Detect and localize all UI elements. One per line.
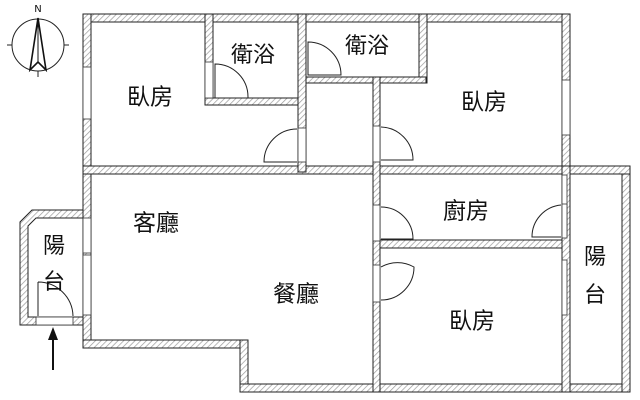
wall bbox=[418, 13, 428, 84]
wall bbox=[82, 165, 631, 175]
door-kitchen bbox=[380, 206, 414, 240]
door-bedroom-nw bbox=[263, 128, 298, 163]
door-bedroom-se bbox=[380, 262, 415, 301]
window bbox=[561, 259, 568, 316]
door-frame bbox=[204, 61, 214, 99]
window bbox=[82, 254, 92, 316]
door-frame bbox=[297, 127, 307, 163]
entrance-door-opening bbox=[35, 316, 74, 326]
door-bedroom-ne bbox=[380, 126, 414, 161]
entrance-arrow-icon bbox=[48, 327, 58, 370]
room-label-bedroom-ne: 臥房 bbox=[461, 90, 507, 116]
wall bbox=[82, 13, 571, 23]
door-frame bbox=[561, 203, 568, 239]
room-label-balcony-east-1: 陽 bbox=[584, 245, 606, 270]
wall bbox=[621, 165, 631, 393]
door-frame bbox=[372, 264, 381, 303]
door-bathroom-1 bbox=[214, 63, 249, 99]
wall bbox=[297, 13, 307, 173]
room-label-bathroom-2: 衛浴 bbox=[345, 34, 389, 59]
walls bbox=[19, 13, 631, 393]
room-label-balcony-east-2: 台 bbox=[584, 283, 606, 308]
door-kitchen-balcony bbox=[531, 204, 562, 238]
window bbox=[561, 79, 571, 136]
window bbox=[82, 66, 92, 120]
compass-north-label: N bbox=[34, 4, 41, 15]
wall bbox=[204, 97, 306, 106]
wall bbox=[305, 76, 427, 84]
wall bbox=[239, 383, 631, 393]
room-label-bedroom-nw: 臥房 bbox=[127, 85, 173, 111]
north-compass-icon: N bbox=[7, 4, 69, 77]
room-label-balcony-west-1: 陽 bbox=[43, 234, 65, 259]
wall bbox=[19, 209, 84, 326]
door-frame bbox=[372, 125, 381, 163]
door-frame bbox=[372, 204, 381, 242]
door-bathroom-2 bbox=[307, 41, 342, 76]
room-label-bathroom-1: 衛浴 bbox=[231, 43, 275, 68]
door-balcony-west bbox=[37, 281, 74, 317]
wall bbox=[379, 239, 571, 249]
room-label-dining-room: 餐廳 bbox=[273, 282, 319, 308]
room-label-bedroom-se: 臥房 bbox=[449, 309, 495, 335]
doors bbox=[37, 41, 568, 317]
window bbox=[82, 217, 92, 254]
room-label-balcony-west-2: 台 bbox=[43, 270, 65, 295]
room-label-kitchen: 廚房 bbox=[443, 199, 489, 225]
wall bbox=[82, 339, 249, 349]
room-label-living-room: 客廳 bbox=[133, 211, 179, 237]
